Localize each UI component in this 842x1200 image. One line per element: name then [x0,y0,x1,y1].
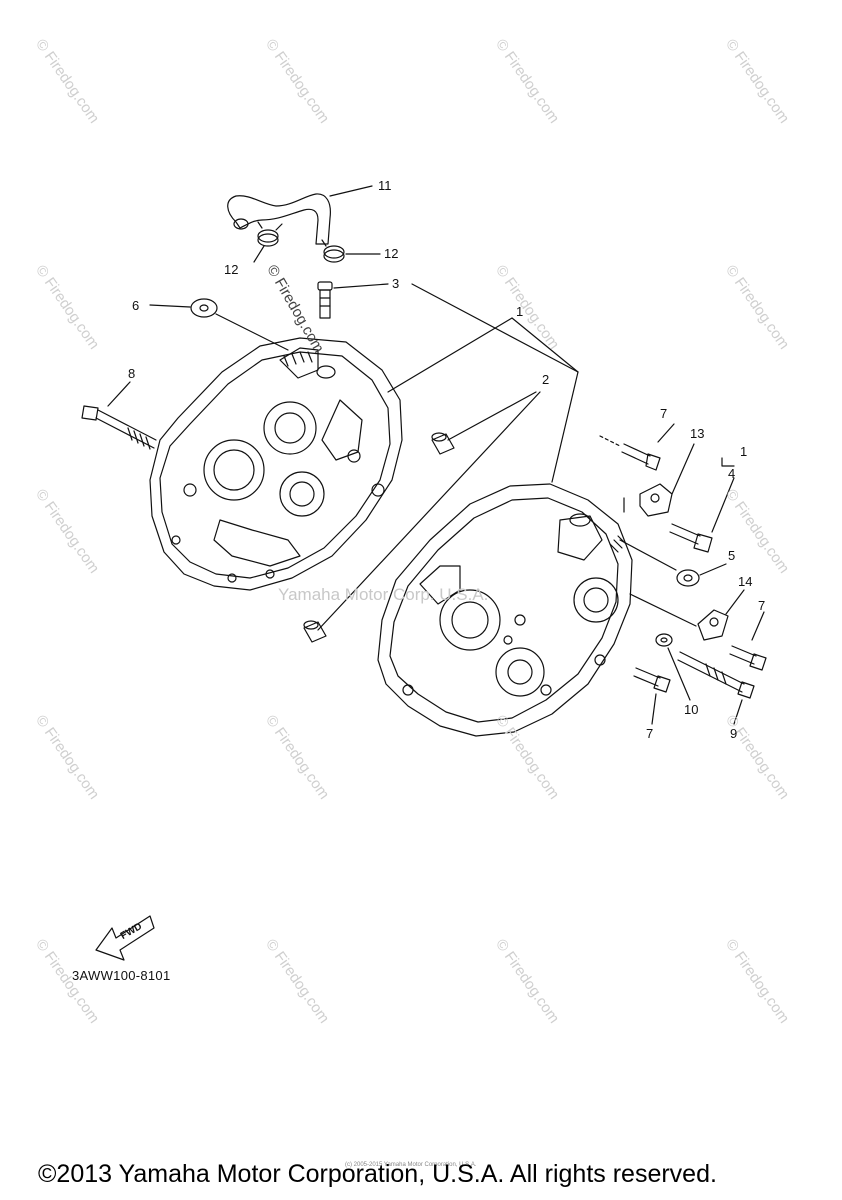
callout-1: 1 [740,444,748,459]
bolt-9 [677,651,755,725]
bolt-7-right [729,611,767,671]
callout-12: 12 [224,262,239,277]
bolt-7-lower [633,667,671,725]
callout-8: 8 [128,366,136,381]
callout-3: 3 [392,276,400,291]
callout-14: 14 [738,574,753,589]
dowel-pin-upper [431,432,455,455]
crankcase-right [377,483,633,737]
breather-fitting [317,281,389,319]
callout-2: 2 [542,372,550,387]
washer-10 [655,633,691,701]
callout-10: 10 [684,702,699,717]
callout-13: 13 [690,426,705,441]
bracket-14 [629,589,745,641]
callout-7: 7 [758,598,766,613]
bracket-13 [623,443,695,517]
breather-hose [227,185,373,245]
diagram-code: 3AWW100-8101 [72,968,171,983]
hose-clip-left [253,221,283,263]
callout-11: 11 [378,178,392,193]
callout-7: 7 [660,406,668,421]
callout-12: 12 [384,246,399,261]
washer-6 [149,298,289,351]
callout-1: 1 [516,304,524,319]
callout-4: 4 [728,466,736,481]
callout-9: 9 [730,726,738,741]
washer-5 [619,539,727,587]
hose-clip-right [321,239,381,263]
bolt-8 [81,381,157,450]
bolt-4 [669,457,735,553]
fine-print: (c) 2005-2015 Yamaha Motor Corporation, … [345,1162,477,1168]
callout-7: 7 [646,726,654,741]
dowel-pin-lower [303,620,327,643]
fwd-arrow-icon [95,915,155,961]
callout-5: 5 [728,548,736,563]
bolt-7-upper [599,423,675,471]
callout-6: 6 [132,298,140,313]
crankcase-left [149,337,403,591]
copyright-footer: ©2013 Yamaha Motor Corporation, U.S.A. A… [38,1160,717,1188]
watermark-center: Yamaha Motor Corp. U.S.A. [278,585,489,604]
